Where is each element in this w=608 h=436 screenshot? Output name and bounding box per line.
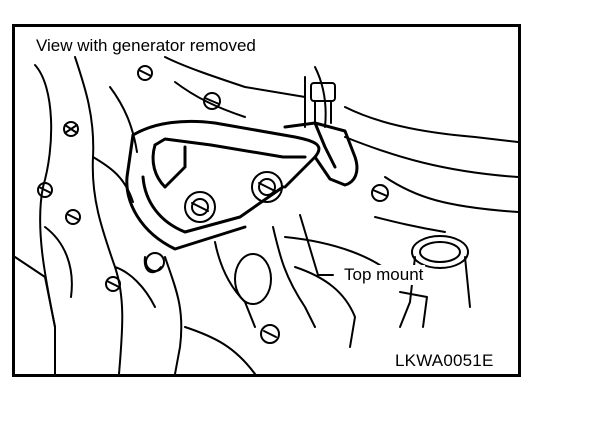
stud-top-right [310, 82, 336, 124]
bolt-left-4 [105, 276, 121, 292]
figure-frame: View with generator removed Top mount LK… [12, 24, 521, 377]
top-mount-bracket [125, 119, 359, 251]
figure-title: View with generator removed [34, 36, 258, 56]
bolt-left-2 [37, 182, 53, 198]
bolt-top-1 [137, 65, 153, 81]
small-nut-right [371, 184, 389, 202]
engine-illustration [15, 56, 518, 374]
bolt-left-1 [63, 121, 79, 137]
engine-lower-center [143, 226, 316, 374]
mount-bolt-1 [184, 191, 216, 223]
callout-leader [299, 214, 334, 276]
engine-head [164, 56, 518, 213]
figure-code: LKWA0051E [395, 351, 494, 370]
mount-bolt-2 [251, 171, 283, 203]
bolt-left-3 [65, 209, 81, 225]
top-mount-label: Top mount [342, 265, 426, 285]
engine-right-edge [284, 236, 396, 348]
engine-block-left [15, 56, 156, 374]
